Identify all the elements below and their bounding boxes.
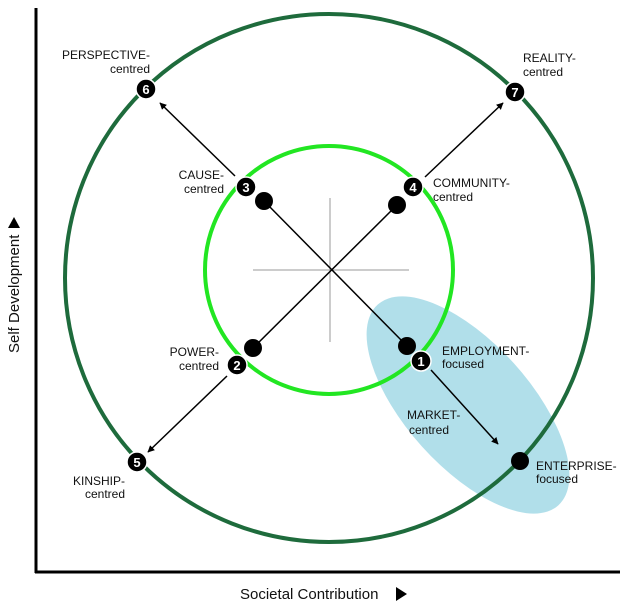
node-7: 7: [504, 81, 526, 103]
label-kinship-line1: KINSHIP-: [73, 474, 125, 488]
node-2: 2: [226, 354, 248, 376]
label-enterprise-line2: focused: [536, 472, 578, 486]
arrow-to-reality: [424, 102, 504, 178]
arrow-to-kinship: [147, 375, 228, 453]
diagonal-cause-employment: [263, 200, 408, 347]
label-employment-line1: EMPLOYMENT-: [442, 344, 529, 358]
label-perspective-line1: PERSPECTIVE-: [62, 48, 150, 62]
label-perspective-line2: centred: [110, 62, 150, 76]
label-community-line1: COMMUNITY-: [433, 176, 510, 190]
outer-circle: [63, 12, 595, 544]
y-axis-title: Self Development: [6, 217, 23, 353]
node-6: 6: [135, 78, 157, 100]
node-5: 5: [126, 451, 148, 473]
dot-community-inner: [388, 196, 406, 214]
node-7-number: 7: [511, 85, 518, 100]
node-1: 1: [410, 350, 432, 372]
label-power-line2: centred: [179, 359, 219, 373]
label-enterprise-line1: ENTERPRISE-: [536, 459, 617, 473]
label-community-line2: centred: [433, 190, 473, 204]
node-4-number: 4: [409, 180, 417, 195]
label-employment-line2: focused: [442, 357, 484, 371]
inner-circle: [203, 144, 455, 396]
y-axis-title-text: Self Development: [6, 234, 23, 353]
node-6-number: 6: [142, 82, 149, 97]
label-market-line2: centred: [409, 423, 449, 437]
x-axis-title-text: Societal Contribution: [240, 586, 378, 603]
dot-employment-inner: [398, 337, 416, 355]
label-reality-line1: REALITY-: [523, 51, 576, 65]
dot-enterprise: [511, 452, 529, 470]
label-cause-line1: CAUSE-: [179, 168, 224, 182]
label-kinship-line2: centred: [85, 487, 125, 501]
node-3-number: 3: [242, 180, 249, 195]
node-3: 3: [235, 176, 257, 198]
node-1-number: 1: [417, 354, 424, 369]
label-market-line1: MARKET-: [407, 408, 460, 422]
x-axis-title: Societal Contribution: [240, 586, 407, 603]
dot-power-inner: [244, 339, 262, 357]
label-cause-line2: centred: [184, 182, 224, 196]
x-axis-arrow-icon: [396, 587, 407, 601]
arrow-to-enterprise: [430, 369, 499, 445]
label-power-line1: POWER-: [170, 345, 219, 359]
arrow-to-perspective: [159, 102, 236, 177]
diagonal-community-power: [252, 204, 398, 349]
label-reality-line2: centred: [523, 65, 563, 79]
node-5-number: 5: [133, 455, 140, 470]
dot-cause-inner: [255, 192, 273, 210]
node-2-number: 2: [233, 358, 240, 373]
node-4: 4: [402, 176, 424, 198]
y-axis-arrow-icon: [8, 217, 20, 228]
